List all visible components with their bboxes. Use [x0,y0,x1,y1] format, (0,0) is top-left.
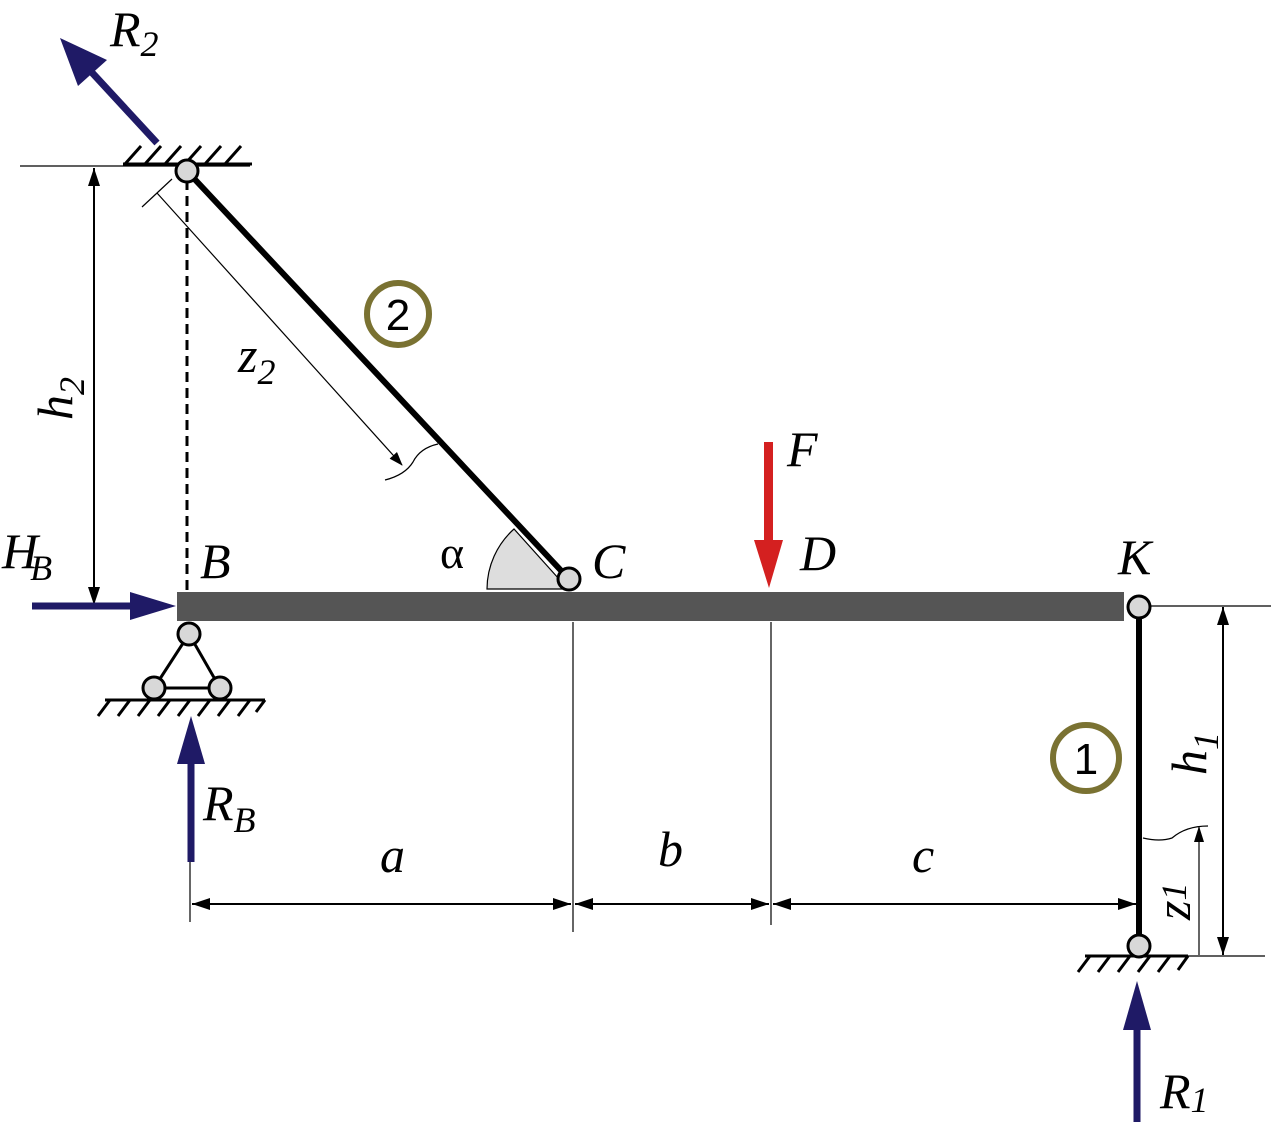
z2-dimension [141,178,439,481]
pin-support-hatching [96,699,267,717]
reaction-hb-arrow [32,592,176,620]
reaction-r1-arrow [1123,981,1151,1122]
rod-2-marker: 2 [364,280,432,348]
label-h2: h2 [27,377,92,420]
h2-dimension [88,168,100,605]
dimension-a [192,898,571,910]
bottom-support-hatching [1076,955,1190,973]
label-f: F [786,421,818,477]
hinge-c [556,566,582,592]
label-c: C [592,533,626,589]
load-f-arrow [754,442,783,588]
z1-dimension [1142,825,1209,955]
label-hb: HB [1,523,52,588]
label-z2: z2 [237,327,275,392]
beam [177,592,1124,621]
label-alpha: α [440,527,464,578]
label-b: B [200,533,231,589]
top-hinge [174,158,200,184]
angle-alpha-sector [486,528,570,590]
bottom-fixed-support [1076,933,1265,973]
rod-2 [184,168,571,581]
pin-support-b [96,621,267,717]
label-h1: h1 [1161,732,1226,775]
dimension-b [575,898,769,910]
hinge-k [1126,594,1152,620]
svg-text:2: 2 [386,291,410,340]
svg-text:1: 1 [1074,735,1098,784]
label-b-dimension: b [658,821,683,877]
reaction-rb-arrow [177,716,205,862]
h1-dimension [1217,607,1229,955]
label-r1: R1 [1159,1063,1209,1120]
label-rb: RB [202,775,256,840]
extension-lines [189,622,772,932]
label-k: K [1117,529,1154,585]
label-r2: R2 [109,1,159,64]
rod-1-marker: 1 [1050,722,1122,794]
reaction-r2-arrow [60,38,160,146]
label-z1: z1 [1145,883,1201,921]
label-c-dimension: c [912,827,934,883]
top-fixed-support [20,145,252,167]
label-d: D [799,525,836,581]
dimension-c [773,898,1136,910]
label-a: a [380,827,405,883]
